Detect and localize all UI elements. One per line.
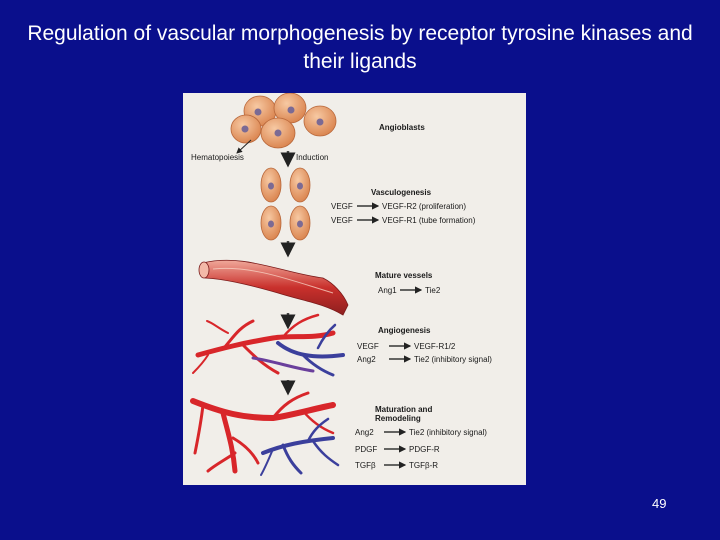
mature-receptor-1: Tie2 [425,286,440,295]
maturation-ligand-2: PDGF [355,445,377,454]
ligand-receptor-arrows [357,206,421,465]
remodeled-vessel-tree [193,393,338,475]
maturation-ligand-1: Ang2 [355,428,374,437]
slide-title: Regulation of vascular morphogenesis by … [20,20,700,76]
vasculogenesis-ligand-2: VEGF [331,216,353,225]
angiogenesis-receptor-2: Tie2 (inhibitory signal) [414,355,492,364]
vasculogenesis-ligand-1: VEGF [331,202,353,211]
figure-illustration [183,93,526,485]
vascular-morphogenesis-figure: Angioblasts Hematopoiesis Induction Vasc… [183,93,526,485]
label-hematopoiesis: Hematopoiesis [191,153,244,162]
maturation-receptor-2: PDGF-R [409,445,440,454]
angioblast-cells [231,93,336,148]
angiogenesis-network [193,315,343,375]
vasculogenesis-cells [261,168,310,240]
mature-ligand-1: Ang1 [378,286,397,295]
label-vasculogenesis: Vasculogenesis [371,188,431,197]
label-maturation-line2: Remodeling [375,414,421,423]
label-maturation-line1: Maturation and [375,405,432,414]
label-angioblasts: Angioblasts [379,123,425,132]
label-induction: Induction [296,153,328,162]
mature-vessel [199,260,348,315]
maturation-ligand-3: TGFβ [355,461,376,470]
angiogenesis-ligand-1: VEGF [357,342,379,351]
vasculogenesis-receptor-2: VEGF-R1 (tube formation) [382,216,475,225]
angiogenesis-receptor-1: VEGF-R1/2 [414,342,455,351]
label-angiogenesis: Angiogenesis [378,326,430,335]
page-number: 49 [652,496,666,511]
maturation-receptor-3: TGFβ-R [409,461,438,470]
maturation-receptor-1: Tie2 (inhibitory signal) [409,428,487,437]
vasculogenesis-receptor-1: VEGF-R2 (proliferation) [382,202,466,211]
label-mature-vessels: Mature vessels [375,271,432,280]
angiogenesis-ligand-2: Ang2 [357,355,376,364]
